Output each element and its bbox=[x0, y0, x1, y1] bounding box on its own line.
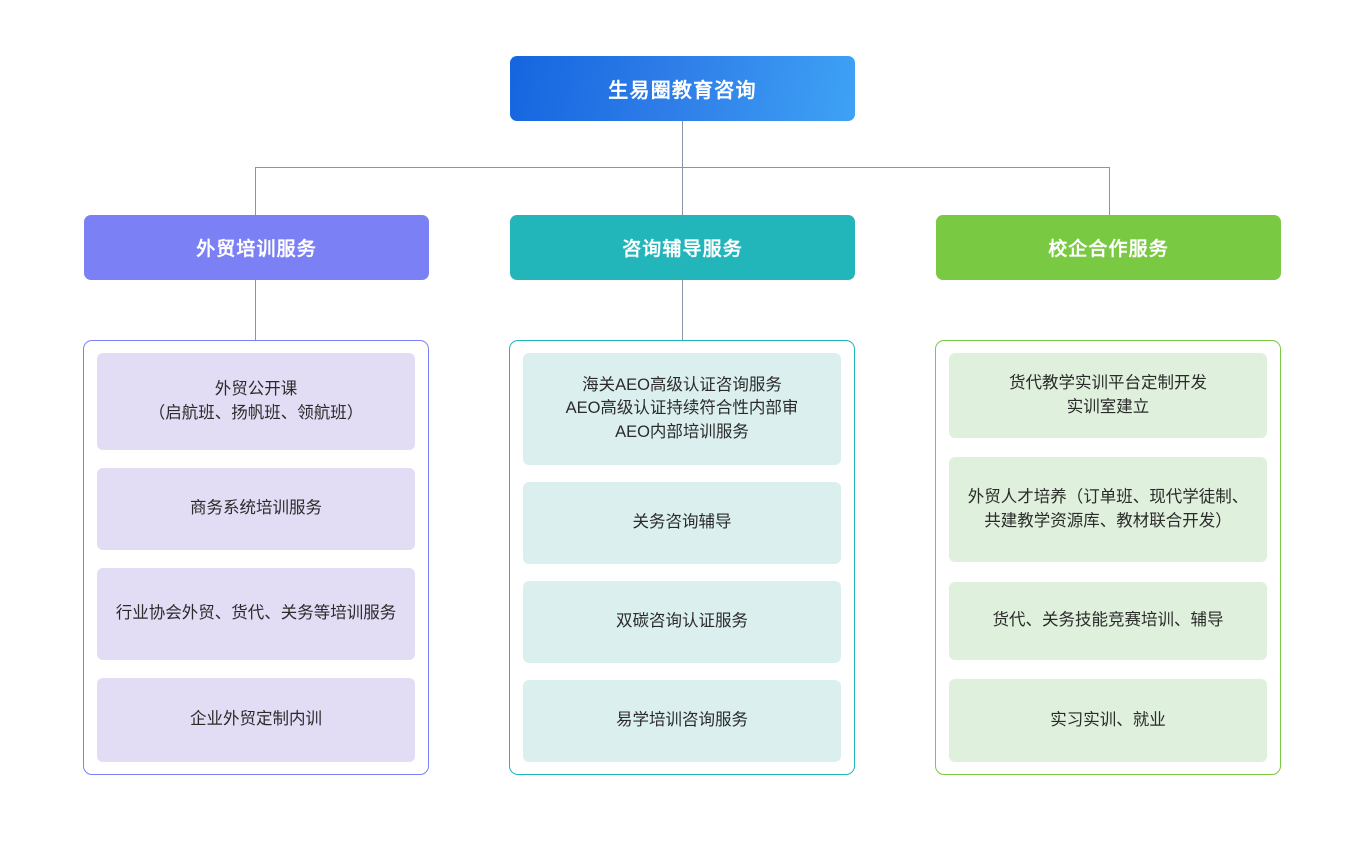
category-header-xiaoqi-hezuo[interactable]: 校企合作服务 bbox=[936, 215, 1281, 280]
category-header-waimao-peixun[interactable]: 外贸培训服务 bbox=[84, 215, 429, 280]
service-item-label: 关务咨询辅导 bbox=[632, 513, 732, 532]
service-item-label: 双碳咨询认证服务 bbox=[616, 612, 748, 631]
service-item-label: 商务系统培训服务 bbox=[190, 499, 322, 518]
service-item-label: 货代教学实训平台定制开发 实训室建立 bbox=[1009, 374, 1207, 416]
connector-root-stem bbox=[682, 121, 684, 168]
service-item-label: 外贸公开课 （启航班、扬帆班、领航班） bbox=[148, 380, 364, 422]
service-item-card[interactable]: 外贸人才培养（订单班、现代学徒制、共建教学资源库、教材联合开发） bbox=[949, 457, 1267, 563]
service-item-card[interactable]: 行业协会外贸、货代、关务等培训服务 bbox=[97, 568, 415, 660]
service-item-label: 海关AEO高级认证咨询服务 AEO高级认证持续符合性内部审 AEO内部培训服务 bbox=[565, 375, 799, 441]
service-item-card[interactable]: 易学培训咨询服务 bbox=[523, 680, 841, 762]
service-item-label: 易学培训咨询服务 bbox=[616, 711, 748, 730]
service-item-label: 实习实训、就业 bbox=[1050, 710, 1166, 729]
service-item-card[interactable]: 实习实训、就业 bbox=[949, 678, 1267, 762]
service-item-label: 企业外贸定制内训 bbox=[190, 710, 322, 729]
category-header-zixun-fudao[interactable]: 咨询辅导服务 bbox=[510, 215, 855, 280]
service-item-label: 行业协会外贸、货代、关务等培训服务 bbox=[115, 604, 397, 623]
service-item-label: 外贸人才培养（订单班、现代学徒制、共建教学资源库、教材联合开发） bbox=[967, 488, 1249, 530]
category-items-container-2: 货代教学实训平台定制开发 实训室建立 外贸人才培养（订单班、现代学徒制、共建教学… bbox=[935, 340, 1281, 775]
category-header-label: 校企合作服务 bbox=[1048, 239, 1169, 260]
category-header-label: 外贸培训服务 bbox=[196, 239, 317, 260]
connector-bus-to-category-0 bbox=[255, 167, 257, 215]
service-item-label: 货代、关务技能竞赛培训、辅导 bbox=[992, 610, 1224, 629]
service-item-card[interactable]: 海关AEO高级认证咨询服务 AEO高级认证持续符合性内部审 AEO内部培训服务 bbox=[523, 353, 841, 465]
root-node[interactable]: 生易圈教育咨询 bbox=[510, 56, 855, 121]
service-item-card[interactable]: 货代、关务技能竞赛培训、辅导 bbox=[949, 581, 1267, 660]
service-item-card[interactable]: 商务系统培训服务 bbox=[97, 468, 415, 550]
category-header-label: 咨询辅导服务 bbox=[622, 239, 743, 260]
service-item-card[interactable]: 企业外贸定制内训 bbox=[97, 678, 415, 762]
service-item-card[interactable]: 双碳咨询认证服务 bbox=[523, 581, 841, 663]
connector-bus-to-category-2 bbox=[1109, 167, 1111, 215]
connector-category-0-to-items bbox=[255, 280, 257, 340]
category-items-container-0: 外贸公开课 （启航班、扬帆班、领航班） 商务系统培训服务 行业协会外贸、货代、关… bbox=[83, 340, 429, 775]
service-item-card[interactable]: 货代教学实训平台定制开发 实训室建立 bbox=[949, 353, 1267, 438]
service-item-card[interactable]: 关务咨询辅导 bbox=[523, 482, 841, 564]
root-node-label: 生易圈教育咨询 bbox=[608, 80, 757, 102]
connector-category-1-to-items bbox=[682, 280, 684, 340]
connector-bus-to-category-1 bbox=[682, 167, 684, 215]
category-items-container-1: 海关AEO高级认证咨询服务 AEO高级认证持续符合性内部审 AEO内部培训服务 … bbox=[509, 340, 855, 775]
service-item-card[interactable]: 外贸公开课 （启航班、扬帆班、领航班） bbox=[97, 353, 415, 450]
